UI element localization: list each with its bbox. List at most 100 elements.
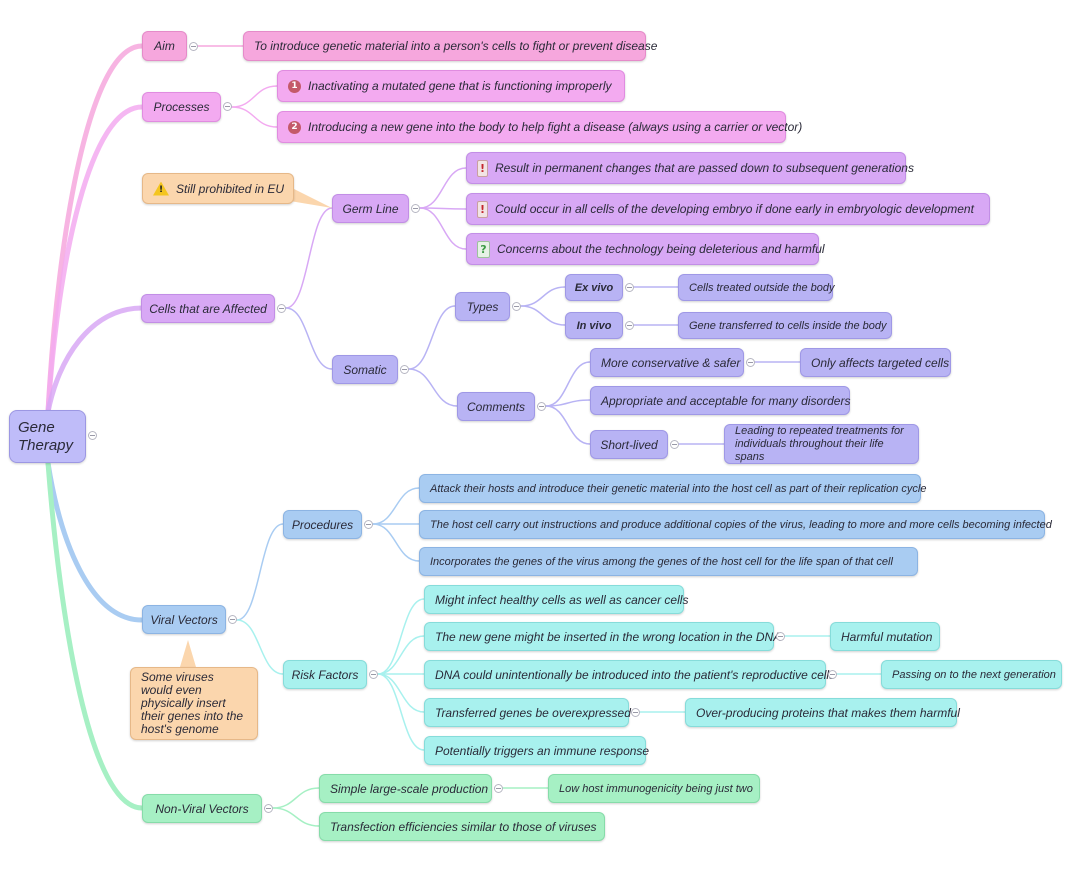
link-somatic [285,307,333,370]
collapse-toggle-ex-vivo[interactable] [625,283,634,292]
germ-line-note-1[interactable]: ! Result in permanent changes that are p… [466,152,914,184]
risk-item-2-detail[interactable]: Harmful mutation [830,622,940,651]
type-ex-vivo[interactable]: Ex vivo [565,274,623,301]
link-process-1 [231,85,278,108]
link-risk-4 [377,673,425,713]
collapse-toggle-somatic[interactable] [400,365,409,374]
collapse-toggle-comments[interactable] [537,402,546,411]
branch-line-cells [45,305,145,415]
collapse-toggle-risks[interactable] [369,670,378,679]
process-item-1-text: Inactivating a mutated gene that is func… [308,79,612,93]
viral-vectors-note[interactable]: Some viruses would even physically inser… [130,667,258,740]
topic-non-viral-vectors[interactable]: Non-Viral Vectors [142,794,262,823]
germ-line-note-3[interactable]: ? Concerns about the technology being de… [466,233,825,265]
collapse-toggle-risk-4[interactable] [631,708,640,717]
collapse-toggle-cells[interactable] [277,304,286,313]
process-item-2[interactable]: 2 Introducing a new gene into the body t… [277,111,802,143]
topic-procedures[interactable]: Procedures [283,510,362,539]
non-viral-item-1-detail[interactable]: Low host immunogenicity being just two [548,774,760,803]
procedure-item-1[interactable]: Attack their hosts and introduce their g… [419,474,926,503]
topic-cells-affected[interactable]: Cells that are Affected [141,294,275,323]
collapse-toggle-conservative[interactable] [746,358,755,367]
risk-item-4-detail[interactable]: Over-producing proteins that makes them … [685,698,960,727]
comment-conservative[interactable]: More conservative & safer [590,348,744,377]
in-vivo-detail[interactable]: Gene transferred to cells inside the bod… [678,312,892,339]
collapse-toggle-risk-3[interactable] [828,670,837,679]
topic-somatic[interactable]: Somatic [332,355,398,384]
topic-viral-vectors[interactable]: Viral Vectors [142,605,226,634]
link-risk-factors [236,619,284,675]
link-germ-note-1 [419,167,467,209]
collapse-toggle-processes[interactable] [223,102,232,111]
risk-item-3[interactable]: DNA could unintentionally be introduced … [424,660,835,689]
link-procedures [236,523,284,621]
branch-line-viral [45,460,145,623]
non-viral-item-2[interactable]: Transfection efficiencies similar to tho… [319,812,605,841]
topic-comments[interactable]: Comments [457,392,535,421]
link-appropriate [545,399,591,407]
process-item-1[interactable]: 1 Inactivating a mutated gene that is fu… [277,70,625,102]
type-in-vivo[interactable]: In vivo [565,312,623,339]
germ-line-warning-text: Still prohibited in EU [176,181,285,196]
short-lived-detail[interactable]: Leading to repeated treatments for indiv… [724,424,919,464]
topic-germ-line[interactable]: Germ Line [332,194,409,223]
link-types [408,305,456,370]
topic-types[interactable]: Types [455,292,510,321]
collapse-toggle-germ-line[interactable] [411,204,420,213]
collapse-toggle-risk-2[interactable] [776,632,785,641]
warning-icon: ! [153,181,169,196]
germ-line-note-1-text: Result in permanent changes that are pas… [495,161,914,175]
topic-risk-factors[interactable]: Risk Factors [283,660,367,689]
branch-line-non-viral [45,460,145,811]
aim-description[interactable]: To introduce genetic material into a per… [243,31,657,61]
link-germ-line [285,207,333,309]
collapse-toggle-procedures[interactable] [364,520,373,529]
collapse-toggle-in-vivo[interactable] [625,321,634,330]
collapse-toggle-aim[interactable] [189,42,198,51]
number-2-icon: 2 [288,120,301,134]
central-topic[interactable]: Gene Therapy [9,410,86,463]
procedure-item-3[interactable]: Incorporates the genes of the virus amon… [419,547,918,576]
link-germ-note-3 [419,207,467,250]
link-procedure-3 [372,523,420,562]
risk-item-3-detail[interactable]: Passing on to the next generation [881,660,1062,689]
exclamation-icon: ! [477,159,488,177]
collapse-toggle-non-viral-1[interactable] [494,784,503,793]
number-1-icon: 1 [288,79,301,93]
link-ex-vivo [520,286,566,307]
link-procedure-1 [372,487,420,525]
collapse-toggle-viral[interactable] [228,615,237,624]
question-icon: ? [477,240,490,258]
ex-vivo-detail[interactable]: Cells treated outside the body [678,274,835,301]
process-item-2-text: Introducing a new gene into the body to … [308,120,803,134]
collapse-toggle-types[interactable] [512,302,521,311]
procedure-item-2[interactable]: The host cell carry out instructions and… [419,510,1052,539]
link-comments [408,368,458,407]
link-conservative [545,361,591,407]
collapse-toggle-central[interactable] [88,431,97,440]
germ-line-warning[interactable]: ! Still prohibited in EU [142,173,294,204]
collapse-toggle-short-lived[interactable] [670,440,679,449]
link-in-vivo [520,305,566,326]
link-short-lived [545,405,591,445]
risk-item-4[interactable]: Transferred genes be overexpressed [424,698,631,727]
risk-item-1[interactable]: Might infect healthy cells as well as ca… [424,585,688,614]
topic-processes[interactable]: Processes [142,92,221,122]
link-risk-5 [377,673,425,751]
viral-note-pointer [180,640,196,667]
comment-short-lived[interactable]: Short-lived [590,430,668,459]
non-viral-item-1[interactable]: Simple large-scale production [319,774,492,803]
germ-line-note-2[interactable]: ! Could occur in all cells of the develo… [466,193,990,225]
link-risk-2 [377,635,425,675]
comment-appropriate[interactable]: Appropriate and acceptable for many diso… [590,386,850,415]
risk-item-5[interactable]: Potentially triggers an immune response [424,736,649,765]
warning-callout-pointer [290,187,332,208]
branch-line-aim [45,43,145,415]
conservative-detail[interactable]: Only affects targeted cells [800,348,951,377]
branch-line-processes [45,104,145,415]
link-process-2 [231,106,278,128]
topic-aim[interactable]: Aim [142,31,187,61]
collapse-toggle-non-viral[interactable] [264,804,273,813]
risk-item-2[interactable]: The new gene might be inserted in the wr… [424,622,781,651]
